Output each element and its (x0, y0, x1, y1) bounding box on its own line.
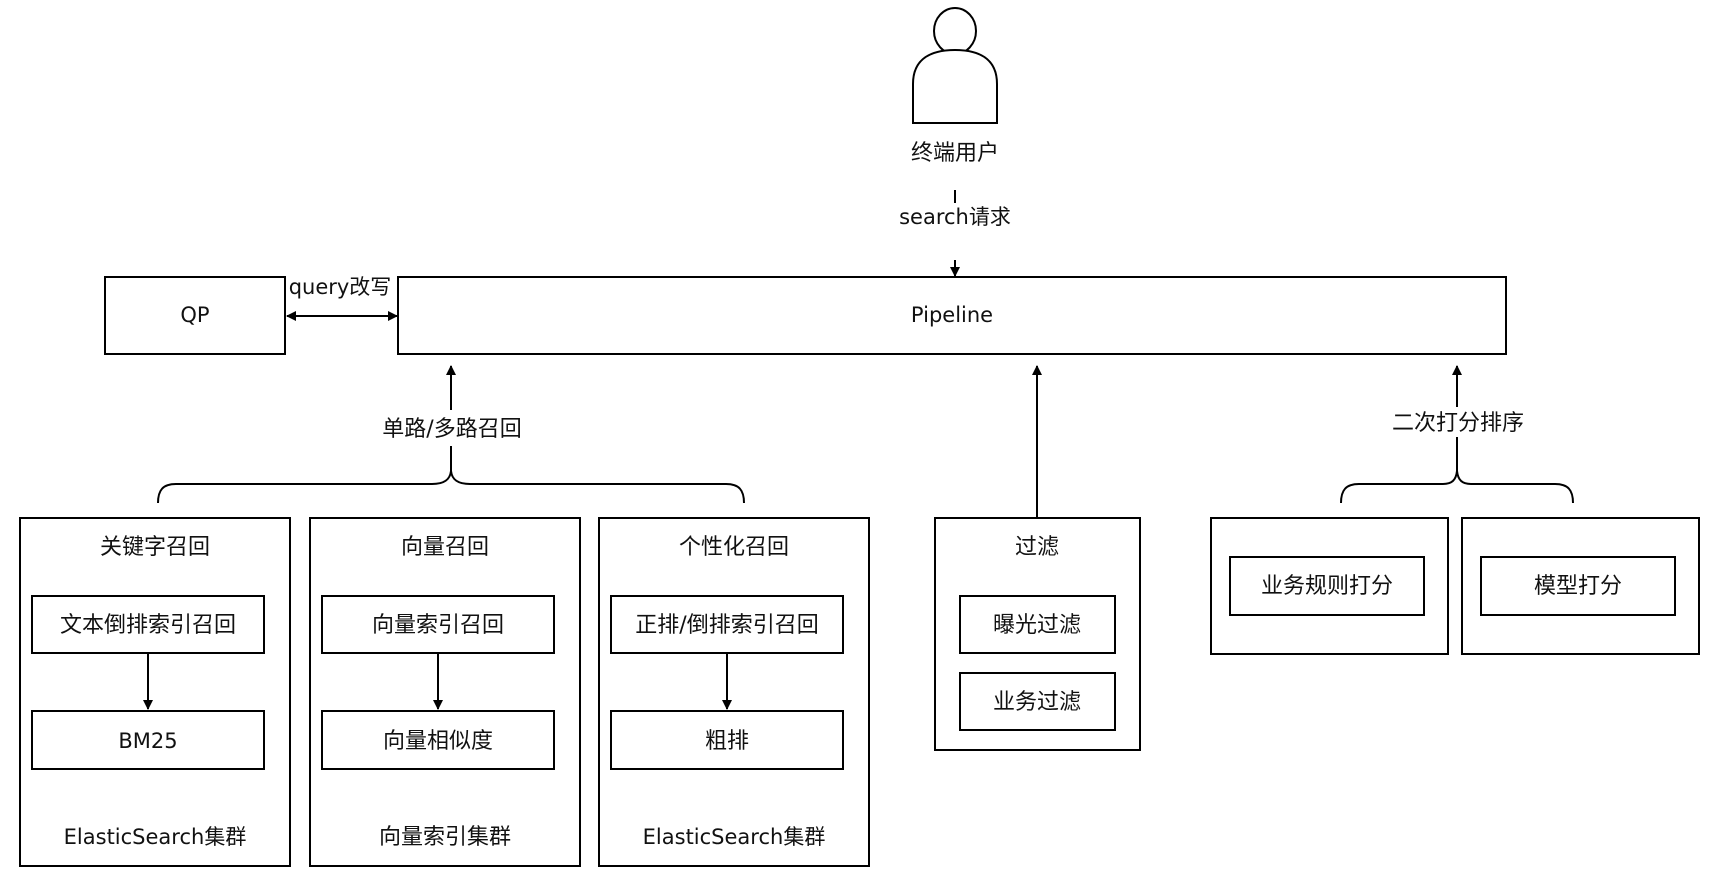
query-rewrite-edge: query改写 (286, 275, 398, 321)
personalized-recall-title: 个性化召回 (679, 535, 789, 560)
vector-recall-cluster: 向量索引集群 (379, 825, 511, 850)
pipeline-label: Pipeline (911, 303, 993, 327)
qp-node: QP (104, 276, 286, 355)
keyword-recall-step1-box (31, 595, 265, 654)
keyword-recall-step2-box (31, 710, 265, 770)
keyword-recall-step2: BM25 (118, 729, 177, 753)
vector-recall-step2: 向量相似度 (383, 729, 493, 754)
business-rule-scoring-group: 业务规则打分 (1210, 517, 1449, 655)
end-user-label: 终端用户 (911, 141, 999, 166)
vector-recall-step2-box (321, 710, 555, 770)
recall-label: 单路/多路召回 (382, 417, 521, 442)
filter-item-business-box (959, 672, 1116, 731)
business-rule-scoring-box (1229, 556, 1425, 616)
query-rewrite-label: query改写 (289, 275, 392, 299)
end-user-node: 终端用户 (911, 7, 999, 166)
user-icon (912, 7, 998, 124)
qp-label: QP (180, 303, 209, 327)
keyword-recall-step1: 文本倒排索引召回 (60, 613, 236, 638)
filter-item-exposure-box (959, 595, 1116, 654)
model-scoring-box (1480, 556, 1676, 616)
personalized-recall-step1-box (610, 595, 844, 654)
business-rule-scoring-label: 业务规则打分 (1261, 574, 1393, 599)
personalized-recall-cluster: ElasticSearch集群 (643, 825, 826, 849)
personalized-recall-step2-box (610, 710, 844, 770)
filter-group: 过滤 曝光过滤 业务过滤 (934, 365, 1141, 751)
search-request-edge: search请求 (899, 190, 1011, 277)
model-scoring-label: 模型打分 (1534, 574, 1622, 599)
personalized-recall-step1: 正排/倒排索引召回 (635, 613, 818, 638)
vector-recall-step1-box (321, 595, 555, 654)
rerank-edge: 二次打分排序 (1340, 365, 1574, 504)
keyword-recall-cluster: ElasticSearch集群 (64, 825, 247, 849)
recall-brace (157, 470, 745, 504)
pipeline-node: Pipeline (397, 276, 1507, 355)
filter-item-exposure: 曝光过滤 (993, 613, 1081, 638)
recall-edge: 单路/多路召回 (157, 365, 745, 504)
keyword-recall-group: 关键字召回 文本倒排索引召回 BM25 ElasticSearch集群 (19, 517, 291, 867)
vector-recall-step1: 向量索引召回 (372, 613, 504, 638)
vector-recall-group: 向量召回 向量索引召回 向量相似度 向量索引集群 (309, 517, 581, 867)
rerank-brace (1340, 470, 1574, 504)
model-scoring-group: 模型打分 (1461, 517, 1700, 655)
keyword-recall-title: 关键字召回 (100, 535, 210, 560)
personalized-recall-step2: 粗排 (705, 729, 749, 754)
filter-title: 过滤 (1015, 535, 1059, 560)
search-request-label: search请求 (899, 205, 1011, 229)
vector-recall-title: 向量召回 (401, 535, 489, 560)
filter-item-business: 业务过滤 (993, 690, 1081, 715)
rerank-label: 二次打分排序 (1392, 411, 1524, 436)
personalized-recall-group: 个性化召回 正排/倒排索引召回 粗排 ElasticSearch集群 (598, 517, 870, 867)
